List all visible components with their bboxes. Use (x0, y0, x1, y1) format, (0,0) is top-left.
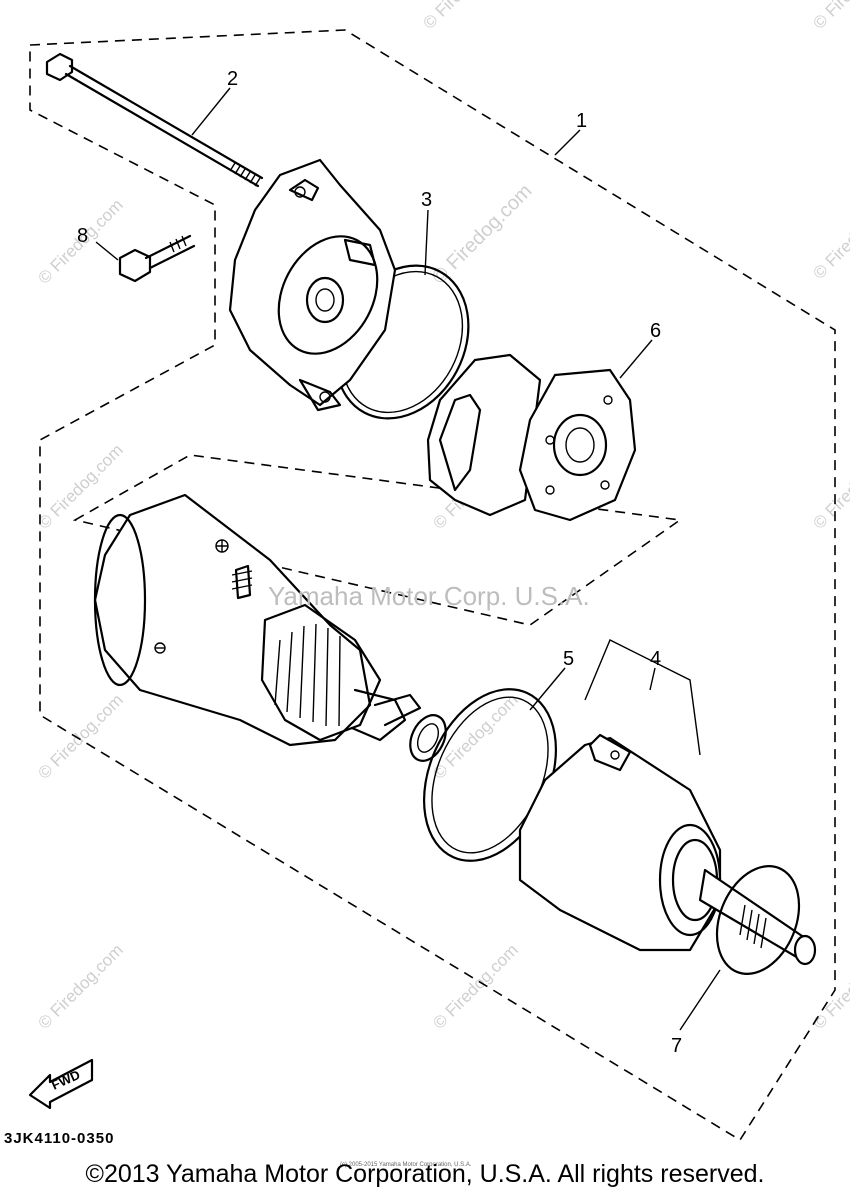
part-label-1: 1 (576, 110, 587, 132)
watermark-text: © Firedog.com (419, 0, 511, 33)
center-watermark: Yamaha Motor Corp. U.S.A. (268, 581, 590, 611)
watermark-text: © Firedog.com (809, 190, 850, 282)
watermark-text: © Firedog.com (428, 180, 537, 289)
part-label-5: 5 (563, 648, 574, 670)
part-label-8: 8 (77, 225, 88, 247)
part-label-6: 6 (650, 320, 661, 342)
part-label-7: 7 (671, 1035, 682, 1057)
part-label-2: 2 (227, 68, 238, 90)
watermark-text: © Firedog.com (34, 690, 126, 782)
part-4-bracket (584, 639, 701, 756)
motor-body (93, 493, 447, 762)
brush-holder-outline (72, 454, 683, 626)
leader-lines (95, 87, 721, 1031)
watermark-text: © Firedog.com (34, 940, 126, 1032)
part-label-4: 4 (650, 648, 661, 670)
watermark-text: © Firedog.com (429, 940, 521, 1032)
part-label-3: 3 (421, 189, 432, 211)
diagram-code: 3JK4110-0350 (4, 1130, 114, 1147)
watermark-text: © Firedog.com (809, 440, 850, 532)
tiny-notice: (c) 2005-2015 Yamaha Motor Corporation, … (340, 1162, 472, 1168)
rear-cover (228, 158, 397, 412)
o-ring-7 (715, 865, 801, 975)
long-bolt (45, 52, 264, 188)
fwd-arrow-icon: FWD (28, 1058, 94, 1110)
watermark-text: © Firedog.com (809, 0, 850, 33)
assembly-outline (29, 29, 836, 1142)
brush-holder (426, 353, 637, 522)
front-cover (518, 733, 817, 966)
short-bolt (118, 234, 196, 283)
copyright-footer: ©2013 Yamaha Motor Corporation, U.S.A. A… (85, 1160, 765, 1188)
